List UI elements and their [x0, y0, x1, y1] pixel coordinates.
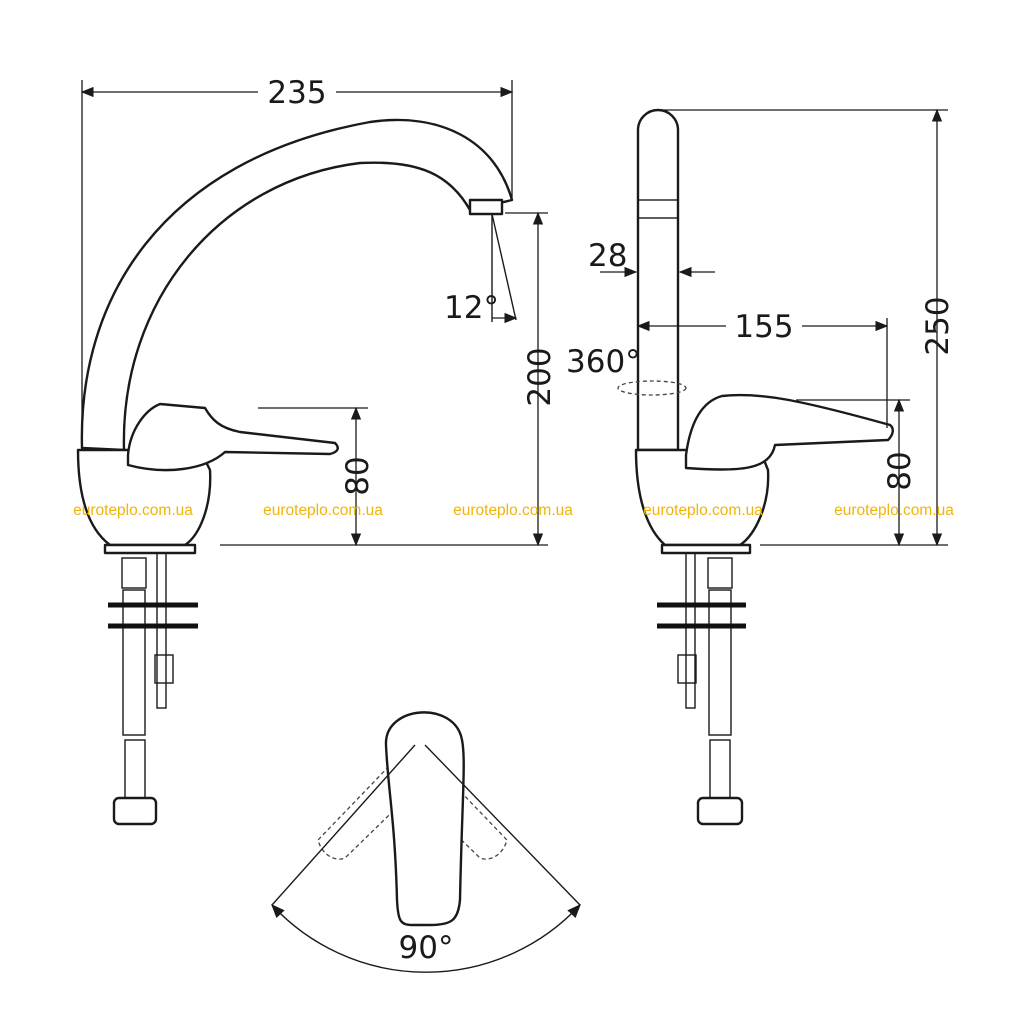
- mount-bracket-front: [154, 654, 174, 684]
- mount-stud-side: [685, 552, 696, 709]
- angle-ref-slope: [491, 213, 517, 321]
- watermark-row: euroteplo.com.ua euroteplo.com.ua eurote…: [73, 502, 954, 519]
- aerator-side: [637, 199, 679, 219]
- top-view: 90°: [271, 711, 581, 973]
- lever-angle-label: 90°: [399, 930, 454, 966]
- body-diameter-label: 28: [588, 238, 627, 274]
- watermark-2: euroteplo.com.ua: [263, 502, 383, 519]
- watermark-1: euroteplo.com.ua: [73, 502, 193, 519]
- front-view: 235 12° 200 80: [76, 75, 558, 826]
- spout-side: [636, 108, 680, 452]
- mount-bracket-side: [677, 654, 697, 684]
- spout-front: [80, 118, 514, 452]
- rotation-ellipse: [617, 380, 687, 396]
- hose-side-lower: [709, 739, 731, 799]
- watermark-5: euroteplo.com.ua: [834, 502, 954, 519]
- watermark-4: euroteplo.com.ua: [643, 502, 763, 519]
- hose-front-upper: [122, 589, 146, 736]
- hose-connector-side: [696, 796, 744, 826]
- spout-reach-label: 235: [267, 75, 326, 111]
- hose-nut-side: [707, 557, 733, 589]
- rotation-ray-right: [424, 744, 581, 906]
- spout-angle-label: 12°: [444, 290, 499, 326]
- spout-height-label: 200: [522, 347, 558, 406]
- spout-offset-label: 155: [734, 309, 793, 345]
- lever-side: [684, 393, 894, 471]
- total-height-label: 250: [920, 296, 956, 355]
- lever-front: [126, 402, 339, 472]
- side-view: 250 28 155 360° 80: [566, 108, 956, 826]
- hose-nut-front: [121, 557, 147, 589]
- base-plate-side: [660, 543, 752, 555]
- hose-front-lower: [124, 739, 146, 799]
- lever-height-front-label: 80: [340, 456, 376, 495]
- rotation-label: 360°: [566, 344, 641, 380]
- rotation-arc: [271, 903, 581, 973]
- hose-side-upper: [708, 589, 732, 736]
- base-plate-front: [103, 543, 197, 555]
- rotation-ray-left: [271, 744, 416, 906]
- mount-stud-front: [156, 552, 167, 709]
- hose-connector-front: [112, 796, 158, 826]
- watermark-3: euroteplo.com.ua: [453, 502, 573, 519]
- lever-top-view: [384, 711, 465, 927]
- lever-height-side-label: 80: [882, 451, 918, 490]
- aerator-front: [468, 198, 504, 216]
